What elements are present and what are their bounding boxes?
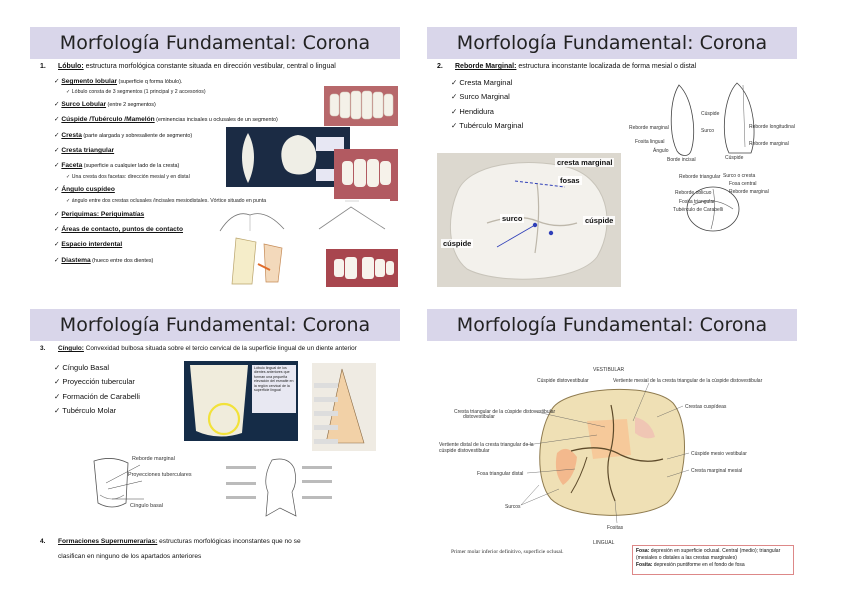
list-item: ✓ Tubérculo Marginal [451,121,524,130]
photo-label: fosas [558,176,582,185]
list-subitem: ✓ Lóbulo consta de 3 segmentos (1 princi… [66,89,206,95]
molar-illustration [531,381,689,519]
diagram-label: Surco [701,128,715,134]
photo-label: cúspide [441,239,474,248]
diagram-label: LINGUAL [593,540,615,546]
list-item: ✓ Formación de Carabelli [54,392,140,401]
list-item: ✓ Periquimas: Periquimatías [54,211,145,218]
list-item: ✓ Espacio interdental [54,241,123,248]
diagram-label: Reborde triangular [679,174,721,180]
section-heading: 4.Formaciones Supernumerarias: estructur… [40,538,301,545]
list-item: ✓ Áreas de contacto, puntos de contacto [54,226,183,233]
diagram-label: Fosita triangular [679,199,715,205]
photo-caption: Lóbulo lingual de los dientes anteriores… [254,366,294,393]
diagram-label: Cúspide [725,155,744,161]
list-item: ✓ Cresta Marginal [451,78,513,87]
slide-reborde-marginal: Morfología Fundamental: Corona 2.Reborde… [427,27,797,289]
diagram-label: Proyecciones tuberculares [128,472,192,478]
slide-cingulo: Morfología Fundamental: Corona 3.Cíngulo… [30,309,400,571]
cingulo-photo [184,361,298,441]
list-item: ✓ Tubérculo Molar [54,406,117,415]
list-item: ✓ Hendidura [451,107,494,116]
section-heading: 1.Lóbulo: estructura morfológica constan… [40,63,336,70]
diagram-label: Fosa central [729,181,757,187]
list-item: ✓ Faceta (superficie a cualquier lado de… [54,162,180,169]
definition-box: Fosa: depresión en superficie oclusal. C… [632,545,794,575]
teeth-diagram [222,456,336,520]
diagram-label: Vertiente distal de la cresta triangular… [439,442,534,454]
list-item: ✓ Cresta (parte alargada y sobresaliente… [54,132,193,139]
list-item: ✓ Ángulo cuspídeo [54,186,115,193]
tooth-sketch [216,234,290,288]
diastema-photo [326,249,398,287]
diagram-label: Cúspide [701,111,720,117]
slide-molar-oclusal: Morfología Fundamental: Corona VESTIBULA… [427,309,797,571]
list-item: ✓ Cúspide /Tubérculo /Mamelón (eminencia… [54,116,278,123]
teeth-photo [324,86,398,126]
section-heading: 3.Cíngulo: Convexidad bulbosa situada so… [40,345,357,352]
diagram-label: Reborde marginal [629,125,669,131]
diagram-label: Tubérculo de Carabelli [673,207,724,213]
diagram-label: Ángulo [653,148,669,154]
diagram-label: Cresta triangular de la cúspide distoves… [454,409,556,415]
diagram-label: Reborde marginal [132,456,175,462]
cingulo-sketch [82,455,146,513]
diagram-label: Fosita lingual [635,139,665,145]
diagram-label: Cúspide distovestibular [537,378,589,384]
diagram-label: VESTIBULAR [593,367,625,373]
slide-title: Morfología Fundamental: Corona [30,27,400,59]
list-subitem: ✓ ángulo entre dos crestas oclusales /in… [66,198,267,204]
photo-label: surco [500,214,525,223]
cusp-angle-diagram [315,199,390,233]
slide-lobulo: Morfología Fundamental: Corona 1.Lóbulo:… [30,27,400,289]
list-item: ✓ Diastema (hueco entre dos dientes) [54,257,154,264]
tooth-diagram [226,127,350,187]
figure-caption: Primer molar inferior definitivo, superf… [451,549,564,555]
diagram-label: Fosa triangular distal [477,471,524,477]
diagram-label: Reborde marginal [729,189,769,195]
diagram-label: Surcos [505,504,521,510]
cusp-angle-diagram [214,205,292,235]
diagram-label: Cúspide mesio vestibular [691,451,747,457]
diagram-label: Cíngulo basal [130,503,163,509]
diagram-label: Crestas cuspídeas [685,404,727,410]
photo-label: cresta marginal [555,158,615,167]
list-item: ✓ Proyección tubercular [54,377,135,386]
diagram-label-cont: distovestibular [463,414,495,420]
diagram-label: Fositas [607,525,624,531]
slide-title: Morfología Fundamental: Corona [30,309,400,341]
diagram-label: Reborde oblicuo [675,190,712,196]
diagram-label: Surco o cresta [723,173,756,179]
teeth-photo [334,149,398,201]
diagram-label: Reborde longitudinal [749,124,795,130]
diagram-label: Borde incisal [667,157,696,163]
slide-title: Morfología Fundamental: Corona [427,309,797,341]
photo-label: cúspide [583,216,616,225]
section-heading-cont: clasifican en ninguno de los apartados a… [58,553,202,560]
list-item: ✓ Surco Lobular (entre 2 segmentos) [54,101,156,108]
list-item: ✓ Surco Marginal [451,92,510,101]
list-item: ✓ Cíngulo Basal [54,363,110,372]
section-heading: 2.Reborde Marginal: estructura inconstan… [437,63,697,70]
cingulo-diagram [312,363,376,451]
leader-lines [520,382,690,524]
diagram-label: Reborde marginal [749,141,789,147]
list-subitem: ✓ Una cresta dos facetas: dirección mesi… [66,174,190,180]
slide-title: Morfología Fundamental: Corona [427,27,797,59]
anatomy-diagram [627,77,795,241]
list-item: ✓ Cresta triangular [54,147,115,154]
list-item: ✓ Segmento lobular (superficie q forma l… [54,78,183,85]
diagram-label: Vertiente mesial de la cresta triangular… [613,378,763,384]
diagram-label: Cresta marginal mesial [691,468,743,474]
